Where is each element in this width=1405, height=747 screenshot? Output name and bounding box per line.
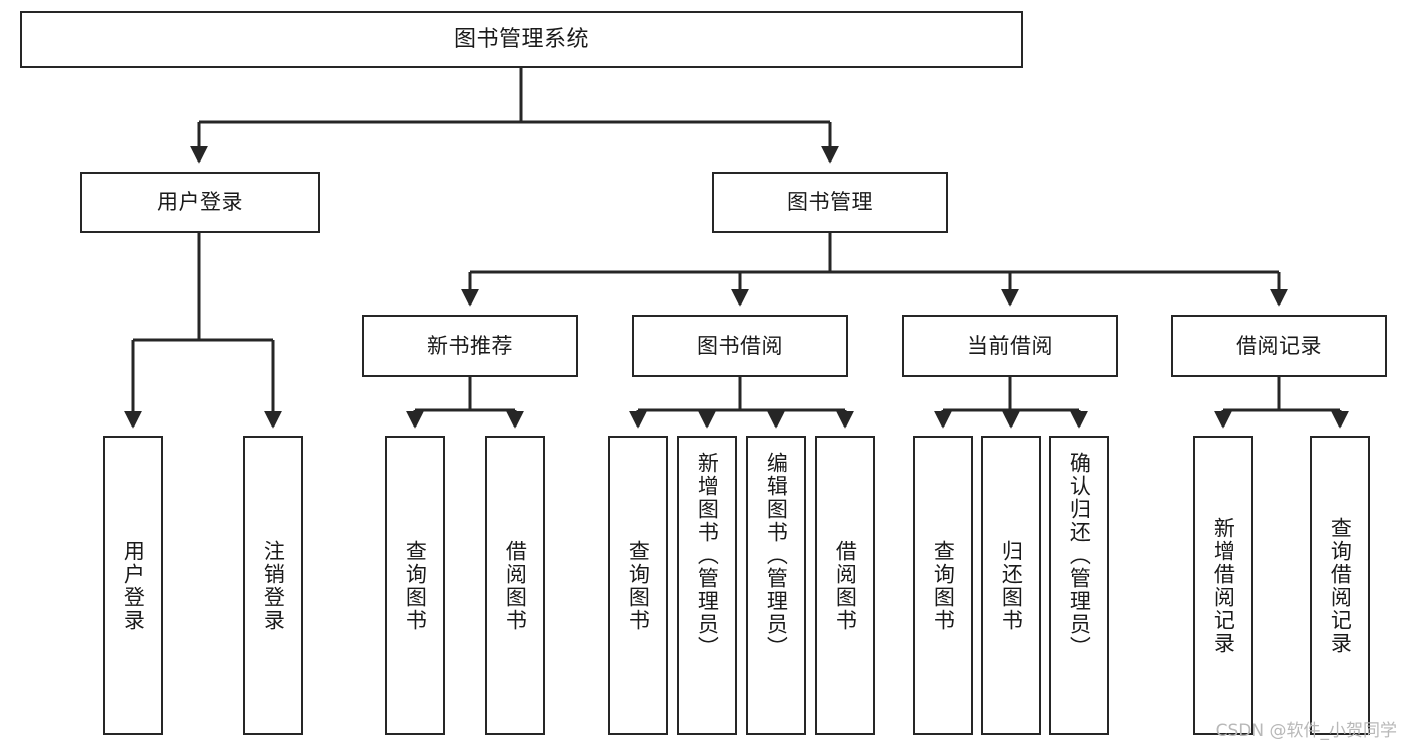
node-label: 借阅记录 [1236,333,1322,358]
node-borrow-record[interactable]: 借阅记录 [1171,315,1387,377]
watermark-text: CSDN @软件_小贺同学 [1215,721,1397,741]
node-label: 查询图书 [931,539,956,632]
node-label: 图书借阅 [697,333,783,358]
node-label: 查询借阅记录 [1328,516,1353,655]
leaf-current-borrow-confirm-return-admin[interactable]: 确认归还（管理员） [1049,436,1109,735]
node-book-management[interactable]: 图书管理 [712,172,948,233]
leaf-book-borrow-query-book[interactable]: 查询图书 [608,436,668,735]
leaf-book-borrow-borrow-book[interactable]: 借阅图书 [815,436,875,735]
node-label: 新书推荐 [427,333,513,358]
node-label: 查询图书 [626,539,651,632]
leaf-borrow-record-add-record[interactable]: 新增借阅记录 [1193,436,1253,735]
node-label: 查询图书 [403,539,428,632]
leaf-new-book-borrow-book[interactable]: 借阅图书 [485,436,545,735]
leaf-book-borrow-edit-book-admin[interactable]: 编辑图书（管理员） [746,436,806,735]
leaf-current-borrow-query-book[interactable]: 查询图书 [913,436,973,735]
node-new-book-recommend[interactable]: 新书推荐 [362,315,578,377]
node-current-borrow[interactable]: 当前借阅 [902,315,1118,377]
node-user-login[interactable]: 用户登录 [80,172,320,233]
node-label: 当前借阅 [967,333,1053,358]
node-label: 借阅图书 [833,539,858,632]
leaf-borrow-record-query-record[interactable]: 查询借阅记录 [1310,436,1370,735]
node-label: 归还图书 [999,539,1024,632]
node-label: 新增借阅记录 [1211,516,1236,655]
node-label: 借阅图书 [503,539,528,632]
leaf-current-borrow-return-book[interactable]: 归还图书 [981,436,1041,735]
node-label: 编辑图书（管理员） [764,452,789,659]
node-book-borrow[interactable]: 图书借阅 [632,315,848,377]
node-root-book-management-system[interactable]: 图书管理系统 [20,11,1023,68]
leaf-new-book-query-book[interactable]: 查询图书 [385,436,445,735]
node-label: 新增图书（管理员） [695,452,720,659]
node-label: 用户登录 [157,190,243,215]
node-label: 确认归还（管理员） [1067,452,1092,659]
node-label: 图书管理系统 [453,26,589,52]
node-label: 用户登录 [121,539,146,632]
leaf-user-login-signin[interactable]: 用户登录 [103,436,163,735]
leaf-book-borrow-add-book-admin[interactable]: 新增图书（管理员） [677,436,737,735]
leaf-user-login-signout[interactable]: 注销登录 [243,436,303,735]
node-label: 注销登录 [261,539,286,632]
node-label: 图书管理 [787,190,873,215]
